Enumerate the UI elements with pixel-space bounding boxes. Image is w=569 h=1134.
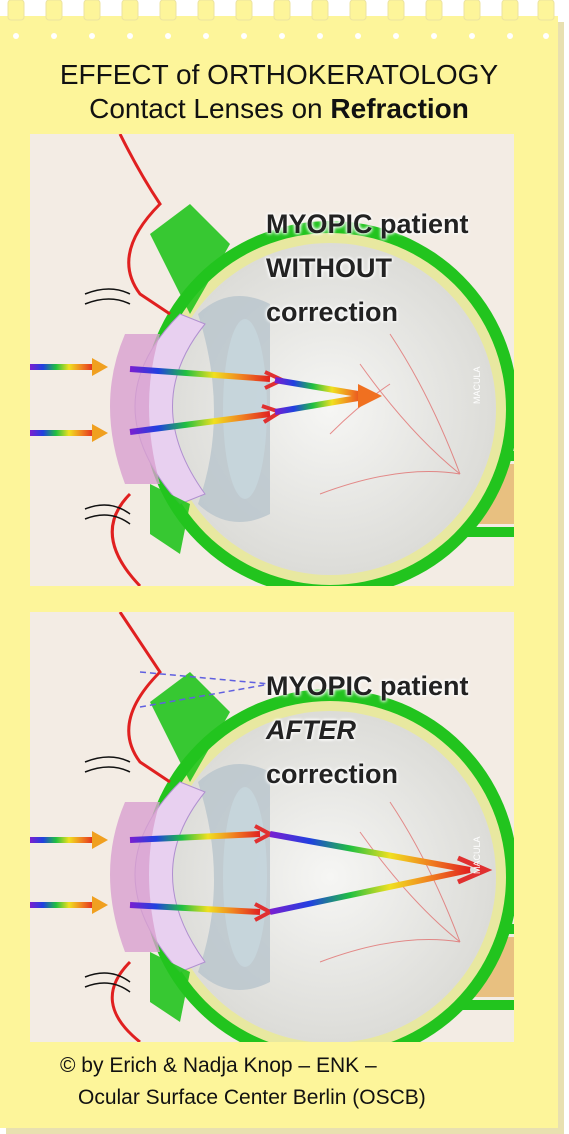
macula-label-1: MACULA bbox=[472, 366, 482, 404]
lens-guide-lines bbox=[139, 671, 271, 708]
credit-line-2: Ocular Surface Center Berlin (OSCB) bbox=[78, 1086, 426, 1109]
title-line-1: EFFECT of ORTHOKERATOLOGY bbox=[59, 59, 499, 90]
spiral-binding bbox=[7, 0, 555, 39]
panel-1-label: MYOPIC patient WITHOUT correction bbox=[266, 202, 469, 334]
copyright-credit: © by Erich & Nadja Knop – ENK – Ocular S… bbox=[60, 1050, 426, 1114]
lower-lashes bbox=[84, 504, 131, 525]
lower-eyelid bbox=[110, 492, 142, 586]
title-line-2-bold: Refraction bbox=[330, 93, 469, 124]
eye-panel-without-correction: MYOPIC patient WITHOUT correction MACULA bbox=[30, 134, 514, 586]
eye-diagram-2 bbox=[30, 612, 514, 1042]
upper-lashes bbox=[84, 288, 131, 305]
light-rays bbox=[30, 824, 493, 922]
panel-2-label: MYOPIC patient AFTER correction bbox=[266, 664, 469, 796]
upper-eyelid bbox=[118, 134, 171, 316]
panel-2-line-2: AFTER bbox=[266, 715, 356, 745]
credit-line-1: © by Erich & Nadja Knop – ENK – bbox=[60, 1054, 377, 1077]
retinal-vessels bbox=[319, 333, 461, 495]
panel-1-line-2: WITHOUT bbox=[266, 253, 392, 283]
panel-2-line-1: MYOPIC patient bbox=[266, 671, 469, 701]
title-line-2-prefix: Contact Lenses on bbox=[89, 93, 331, 124]
light-rays bbox=[30, 358, 382, 442]
panel-1-line-1: MYOPIC patient bbox=[266, 209, 469, 239]
panel-1-line-3: correction bbox=[266, 297, 399, 327]
title-line-2: Contact Lenses on Refraction bbox=[0, 92, 558, 126]
eye-panel-after-correction: MYOPIC patient AFTER correction MACULA bbox=[30, 612, 514, 1042]
panel-2-line-3: correction bbox=[266, 759, 399, 789]
diagram-title: EFFECT of ORTHOKERATOLOGY Contact Lenses… bbox=[0, 58, 558, 126]
eye-diagram-1 bbox=[30, 134, 514, 586]
macula-label-2: MACULA bbox=[472, 836, 482, 874]
